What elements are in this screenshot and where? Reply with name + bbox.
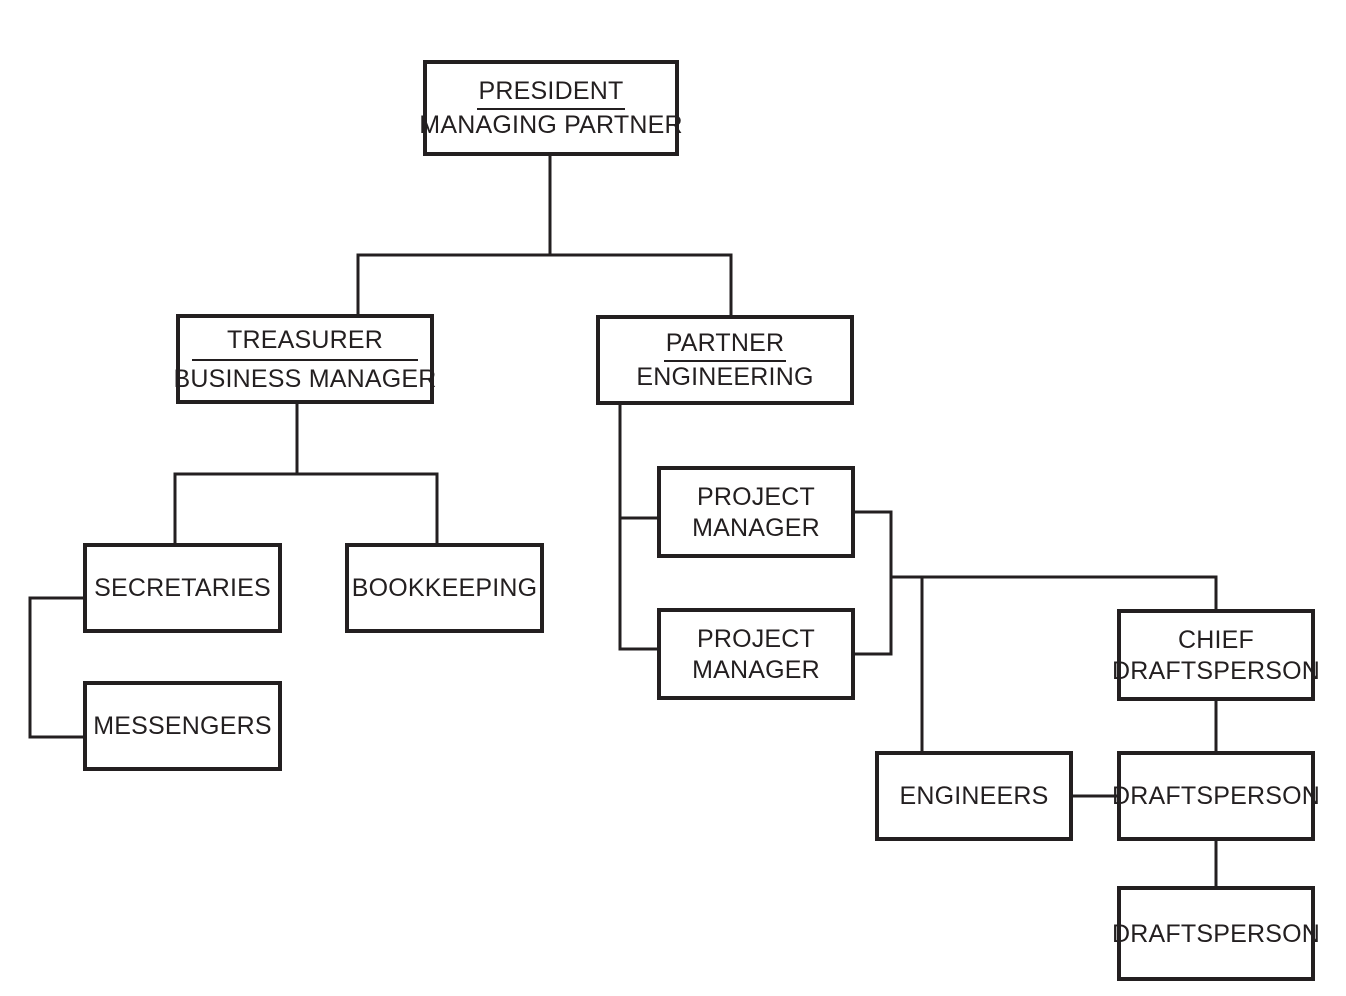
node-draftsperson-2-label: DRAFTSPERSON	[1112, 919, 1320, 948]
node-draftsperson-1-label: DRAFTSPERSON	[1112, 782, 1320, 810]
connector-secretaries-messengers-bracket	[28, 596, 85, 739]
node-project-manager-2-line-2: MANAGER	[692, 655, 820, 684]
node-chief-draftsperson-line-1: CHIEF	[1178, 625, 1254, 654]
node-treasurer[interactable]: TREASURER BUSINESS MANAGER	[174, 314, 437, 404]
node-project-manager-1-line-2: MANAGER	[692, 513, 820, 542]
node-engineers-label: ENGINEERS	[899, 782, 1049, 810]
node-messengers-label: MESSENGERS	[93, 712, 272, 740]
node-bookkeeping[interactable]: BOOKKEEPING	[345, 543, 544, 633]
node-secretaries[interactable]: SECRETARIES	[83, 543, 282, 633]
node-partner[interactable]: PARTNER ENGINEERING	[596, 315, 854, 405]
node-project-manager-1[interactable]: PROJECT MANAGER	[657, 466, 855, 558]
node-president-title: PRESIDENT	[476, 76, 626, 110]
node-secretaries-label: SECRETARIES	[94, 574, 271, 602]
node-treasurer-inner: TREASURER BUSINESS MANAGER	[174, 325, 437, 394]
node-draftsperson-1[interactable]: DRAFTSPERSON	[1112, 751, 1320, 841]
node-draftsperson-2[interactable]: DRAFTSPERSON	[1112, 886, 1320, 981]
node-messengers[interactable]: MESSENGERS	[83, 681, 282, 771]
node-partner-subtitle: ENGINEERING	[636, 363, 814, 391]
node-treasurer-subtitle: BUSINESS MANAGER	[173, 364, 437, 393]
node-project-manager-1-line-1: PROJECT	[696, 482, 816, 511]
node-president-subtitle: MANAGING PARTNER	[419, 111, 683, 139]
node-chief-draftsperson-line-2: DRAFTSPERSON	[1112, 656, 1320, 685]
node-partner-title: PARTNER	[663, 328, 787, 362]
node-engineers[interactable]: ENGINEERS	[875, 751, 1073, 841]
connector-pm-right-bracket	[853, 510, 893, 656]
node-project-manager-2-line-1: PROJECT	[696, 624, 816, 653]
node-treasurer-title: TREASURER	[192, 325, 418, 361]
node-bookkeeping-label: BOOKKEEPING	[351, 574, 538, 602]
node-chief-draftsperson[interactable]: CHIEF DRAFTSPERSON	[1112, 609, 1320, 701]
node-project-manager-2[interactable]: PROJECT MANAGER	[657, 608, 855, 700]
node-president[interactable]: PRESIDENT MANAGING PARTNER	[419, 60, 683, 156]
